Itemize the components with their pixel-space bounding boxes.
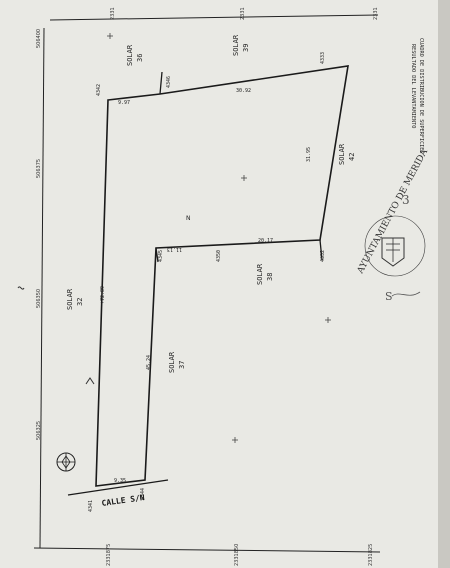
vertex-4352: 4352 (320, 250, 326, 262)
signature-initial: S (385, 290, 393, 303)
vertex-tick-4345 (155, 247, 159, 263)
solar-39-name: SOLAR (232, 34, 240, 56)
vertex-4345: 4345 (158, 250, 164, 262)
compass-icon (56, 452, 76, 472)
solar-42-number: 42 (348, 153, 356, 161)
grid-crosshairs (107, 33, 331, 443)
margin-mark (17, 286, 25, 290)
vertex-tick-4352 (319, 239, 323, 261)
dim-mid-long: 20.17 (258, 238, 273, 244)
signature-stroke (391, 291, 421, 297)
solar-39-number: 39 (242, 44, 250, 52)
municipal-seal (364, 215, 426, 277)
dim-bottom: 9.35 (114, 478, 126, 484)
grid-label-top-3: 2331 (373, 7, 379, 20)
solar-36-number: 36 (136, 54, 144, 62)
solar-32-number: 32 (76, 298, 84, 306)
grid-label-left-4: 506325 (36, 421, 42, 440)
grid-label-bottom-3: 2331825 (368, 544, 374, 566)
north-mark: N (186, 215, 191, 222)
header-title: CUADRO DE DISTRIBUCION DE SUPERFICIES (418, 38, 424, 154)
parcel-outline (95, 65, 349, 487)
header-subtitle: RESULTADO DEL LEVANTAMIENTO (410, 44, 416, 128)
vertex-4344: 4344 (140, 488, 146, 500)
vertex-4346: 4346 (166, 76, 172, 88)
solar-37-number: 37 (178, 361, 186, 369)
grid-label-bottom-2: 2331850 (234, 544, 240, 566)
vertex-4342: 4342 (96, 84, 102, 96)
top-boundary-line (49, 14, 379, 21)
dim-mid-short: 11.13 (167, 246, 182, 252)
dim-left-side: +72.89 (100, 286, 106, 304)
paper (0, 0, 438, 568)
solar-38-number: 38 (266, 273, 274, 281)
street-line (67, 479, 169, 496)
paper-edge (438, 0, 450, 568)
vertex-4350: 4350 (216, 250, 222, 262)
bottom-boundary-line (33, 547, 381, 553)
vertex-4333: 4333 (320, 52, 326, 64)
grid-label-left-2: 506375 (36, 159, 42, 178)
left-boundary-line (39, 27, 45, 549)
dim-north-short: 9.97 (118, 100, 130, 106)
solar-32-name: SOLAR (66, 288, 74, 310)
grid-label-top-1: 2331 (110, 7, 116, 20)
solar-37-name: SOLAR (168, 351, 176, 373)
vertex-tick-4346 (159, 71, 163, 95)
dim-north-long: 30.92 (236, 88, 251, 94)
check-mark (85, 377, 95, 385)
grid-label-bottom-1: 2331875 (106, 544, 112, 566)
solar-38-name: SOLAR (256, 263, 264, 285)
grid-label-left-3: 506350 (36, 289, 42, 308)
dim-east-side: 31.95 (306, 147, 312, 162)
grid-label-top-left: 506400 (36, 29, 42, 48)
grid-label-top-2: 2331 (240, 7, 246, 20)
dim-inner-vertical: 45.24 (146, 355, 152, 370)
vertex-4341: 4341 (88, 500, 94, 512)
solar-42-name: SOLAR (338, 143, 346, 165)
solar-36-name: SOLAR (126, 44, 134, 66)
handwritten-number: 3 (402, 193, 410, 207)
